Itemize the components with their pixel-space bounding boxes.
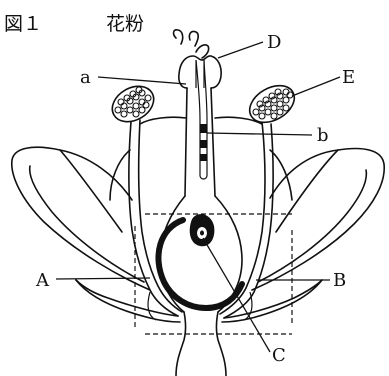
tube-segment: [200, 124, 207, 133]
tube-segment: [200, 154, 207, 161]
stigma: [179, 56, 221, 88]
right-anther: [243, 78, 301, 130]
label-C: C: [272, 345, 286, 366]
pollen-grains: [174, 30, 209, 58]
left-anther: [106, 79, 160, 129]
figure-title: 図１: [4, 13, 42, 35]
leader-b: [207, 133, 312, 135]
right-stamen: [220, 78, 301, 318]
left-stamen: [106, 79, 182, 316]
label-B: B: [333, 270, 346, 291]
label-a: a: [80, 67, 91, 88]
pollen-label: 花粉: [106, 13, 144, 35]
label-b: b: [317, 125, 329, 146]
pollen-tube: [196, 60, 207, 179]
leader-A: [56, 278, 150, 279]
tube-segment: [200, 140, 207, 148]
leader-a: [98, 77, 186, 84]
label-D: D: [267, 32, 281, 53]
leader-E: [292, 77, 340, 96]
label-A: A: [35, 270, 50, 291]
label-E: E: [342, 67, 355, 88]
leader-C: [203, 238, 270, 352]
receptacle: [176, 312, 226, 376]
sepals: [76, 280, 322, 322]
leader-D: [218, 42, 263, 58]
